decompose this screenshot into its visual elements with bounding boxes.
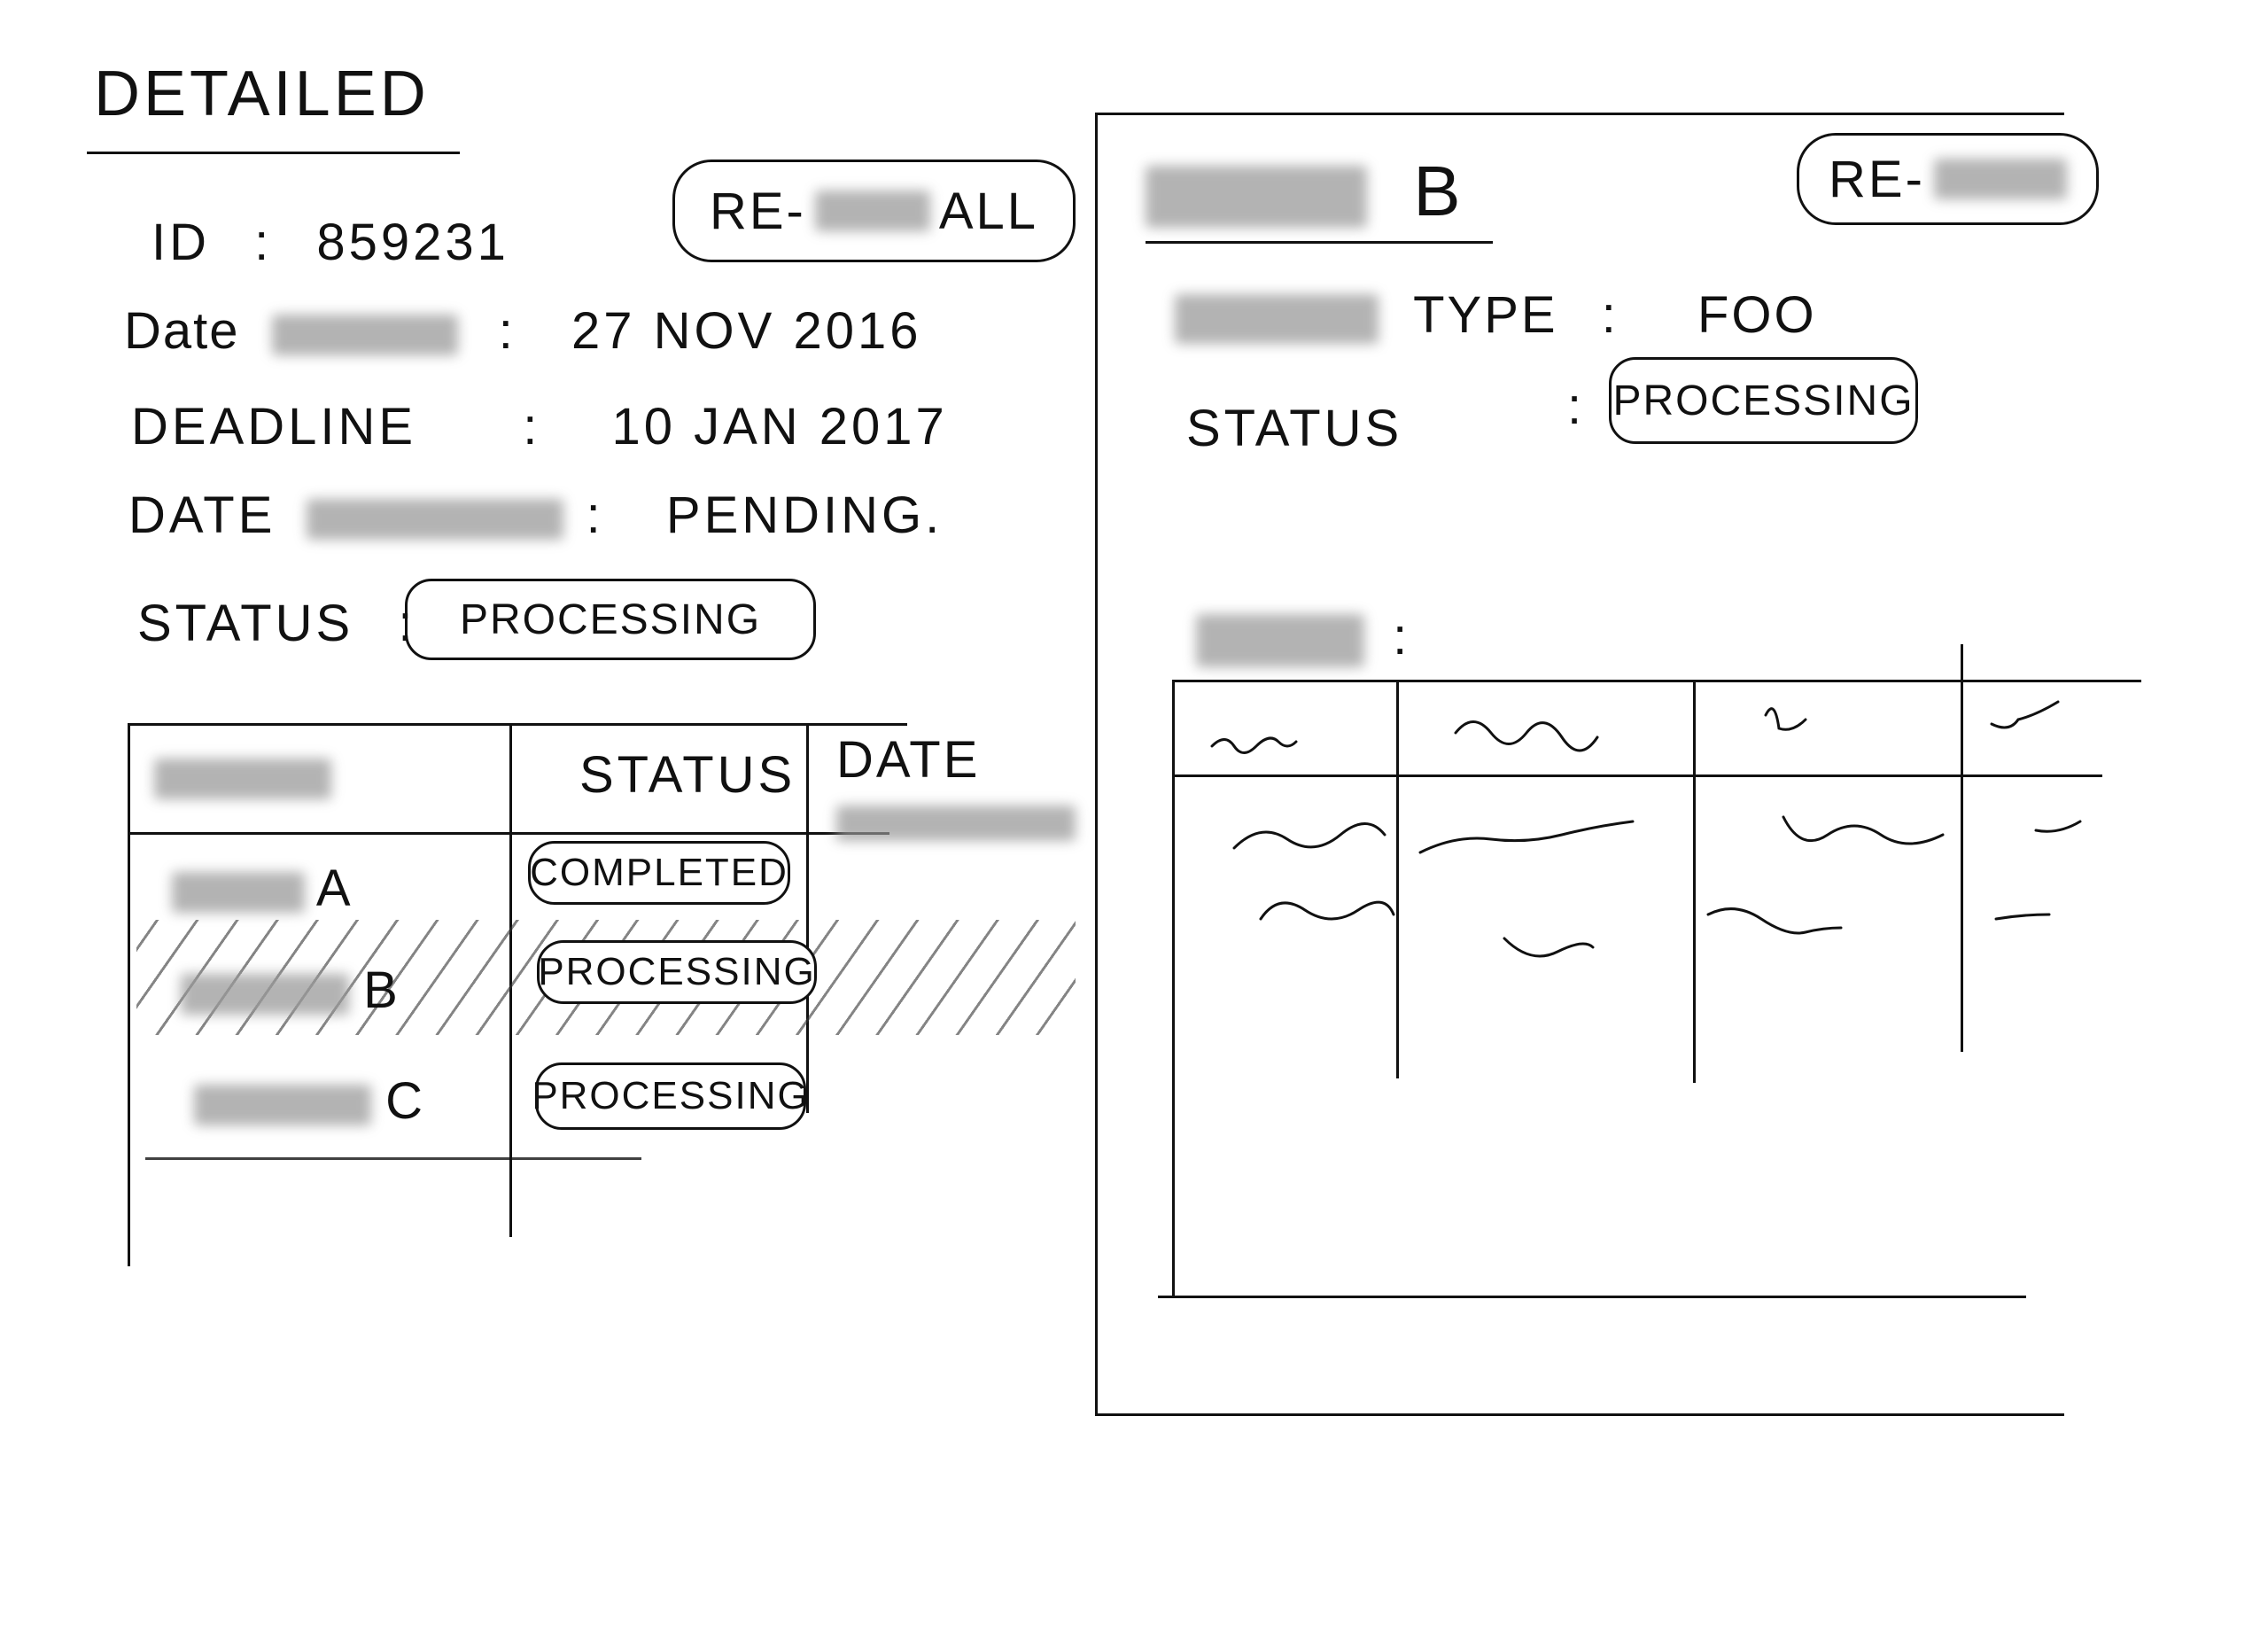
colon: : <box>254 214 273 271</box>
column-divider <box>1693 680 1696 1083</box>
page-title: DETAILED <box>94 58 430 129</box>
status-label: STATUS : <box>137 598 416 650</box>
redacted-text <box>836 805 1076 841</box>
label-text: STATUS <box>137 595 354 652</box>
field-value: 27 NOV 2016 <box>571 302 922 360</box>
colon: : <box>523 398 541 455</box>
row-status-badge: PROCESSING <box>532 1062 808 1130</box>
header-placeholder <box>1990 700 2060 729</box>
field-deadline: DEADLINE : 10 JAN 2017 <box>131 397 948 456</box>
redacted-text <box>172 871 305 913</box>
field-value: PENDING. <box>665 486 944 544</box>
table-header-border <box>1172 774 2102 777</box>
table-header-border <box>128 832 889 835</box>
logs-label: : <box>1196 607 1407 667</box>
colon: : <box>498 302 513 360</box>
redacted-text <box>194 1084 371 1125</box>
redacted-text <box>1175 293 1379 344</box>
row-name-suffix: C <box>385 1072 423 1130</box>
header-placeholder <box>1454 720 1599 752</box>
status-badge: PROCESSING <box>1609 357 1918 444</box>
button-prefix: RE- <box>709 182 806 240</box>
header-placeholder <box>1210 736 1298 754</box>
re-run-button[interactable]: RE- <box>1797 133 2099 225</box>
redacted-text <box>181 973 349 1015</box>
cell-placeholder <box>1994 913 2051 921</box>
colon: : <box>586 486 604 544</box>
field-date-submitted: Date : 27 NOV 2016 <box>124 301 921 361</box>
colon: : <box>1601 286 1619 344</box>
column-divider <box>1961 644 1963 1052</box>
field-id: ID : 859231 <box>151 217 509 269</box>
colon: : <box>1393 608 1408 665</box>
cell-placeholder <box>2034 820 2082 833</box>
row-status-badge: PROCESSING <box>537 940 817 1004</box>
row-divider <box>145 1157 641 1160</box>
title-suffix: B <box>1413 152 1461 230</box>
cell-placeholder <box>1259 900 1395 921</box>
field-value: FOO <box>1697 286 1817 344</box>
re-run-all-button[interactable]: RE- ALL <box>672 160 1076 262</box>
field-label: TYPE <box>1413 286 1558 344</box>
button-suffix: ALL <box>938 182 1039 240</box>
cell-placeholder <box>1232 822 1386 850</box>
header-status: STATUS <box>579 746 796 804</box>
table-row[interactable]: C PROCESSING <box>128 1036 889 1156</box>
colon: : <box>1567 377 1586 435</box>
status-badge: PROCESSING <box>405 579 816 660</box>
redacted-text <box>1146 165 1367 228</box>
field-label: DEADLINE <box>131 398 417 455</box>
redacted-text <box>1933 159 2067 199</box>
table-row[interactable]: A COMPLETED <box>128 832 889 921</box>
table-bottom-border <box>1158 1296 2026 1298</box>
redacted-text <box>1196 613 1364 667</box>
table-top-border <box>1172 680 2141 682</box>
runs-table: STATUS DATE A COMPLETED B PROCESSING C P… <box>128 723 1076 1266</box>
redacted-text <box>271 314 458 355</box>
redacted-text <box>154 759 331 799</box>
table-row[interactable]: B PROCESSING <box>128 921 889 1036</box>
field-run-type: TYPE : FOO <box>1175 285 1817 345</box>
system-detail-panel: B RE- TYPE : FOO STATUS : PROCESSING : <box>1095 113 2099 1416</box>
field-date-completed: DATE : PENDING. <box>128 486 943 545</box>
table-left-border <box>128 723 130 1266</box>
cell-placeholder <box>1418 820 1635 854</box>
row-status-badge: COMPLETED <box>528 841 790 905</box>
title-underline <box>1146 241 1493 244</box>
cell-placeholder <box>1782 815 1945 845</box>
title-underline <box>87 152 460 154</box>
header-label: DATE <box>836 731 981 789</box>
row-name-suffix: B <box>363 961 398 1019</box>
button-prefix: RE- <box>1829 150 1925 208</box>
log-placeholder-squiggles <box>1210 700 2082 958</box>
field-value: 859231 <box>316 214 509 271</box>
header-name <box>154 759 331 799</box>
redacted-text <box>306 498 563 540</box>
redacted-text <box>814 191 930 231</box>
table-left-border <box>1172 680 1175 1296</box>
column-divider <box>1396 680 1399 1078</box>
logs-table <box>1158 644 2141 1300</box>
field-label: DATE <box>128 486 276 544</box>
field-value: 10 JAN 2017 <box>611 398 948 455</box>
column-divider <box>806 723 809 1113</box>
status-label: STATUS <box>1186 400 1403 457</box>
header-placeholder <box>1764 707 1807 731</box>
panel-title: B <box>1146 151 1461 232</box>
row-name-suffix: A <box>315 860 351 917</box>
table-top-border <box>128 723 907 726</box>
header-date-completed: DATE <box>836 730 1076 849</box>
field-label: Date <box>124 302 240 360</box>
cell-placeholder <box>1503 937 1595 958</box>
field-label: ID <box>151 214 210 271</box>
cell-placeholder <box>1706 907 1843 935</box>
